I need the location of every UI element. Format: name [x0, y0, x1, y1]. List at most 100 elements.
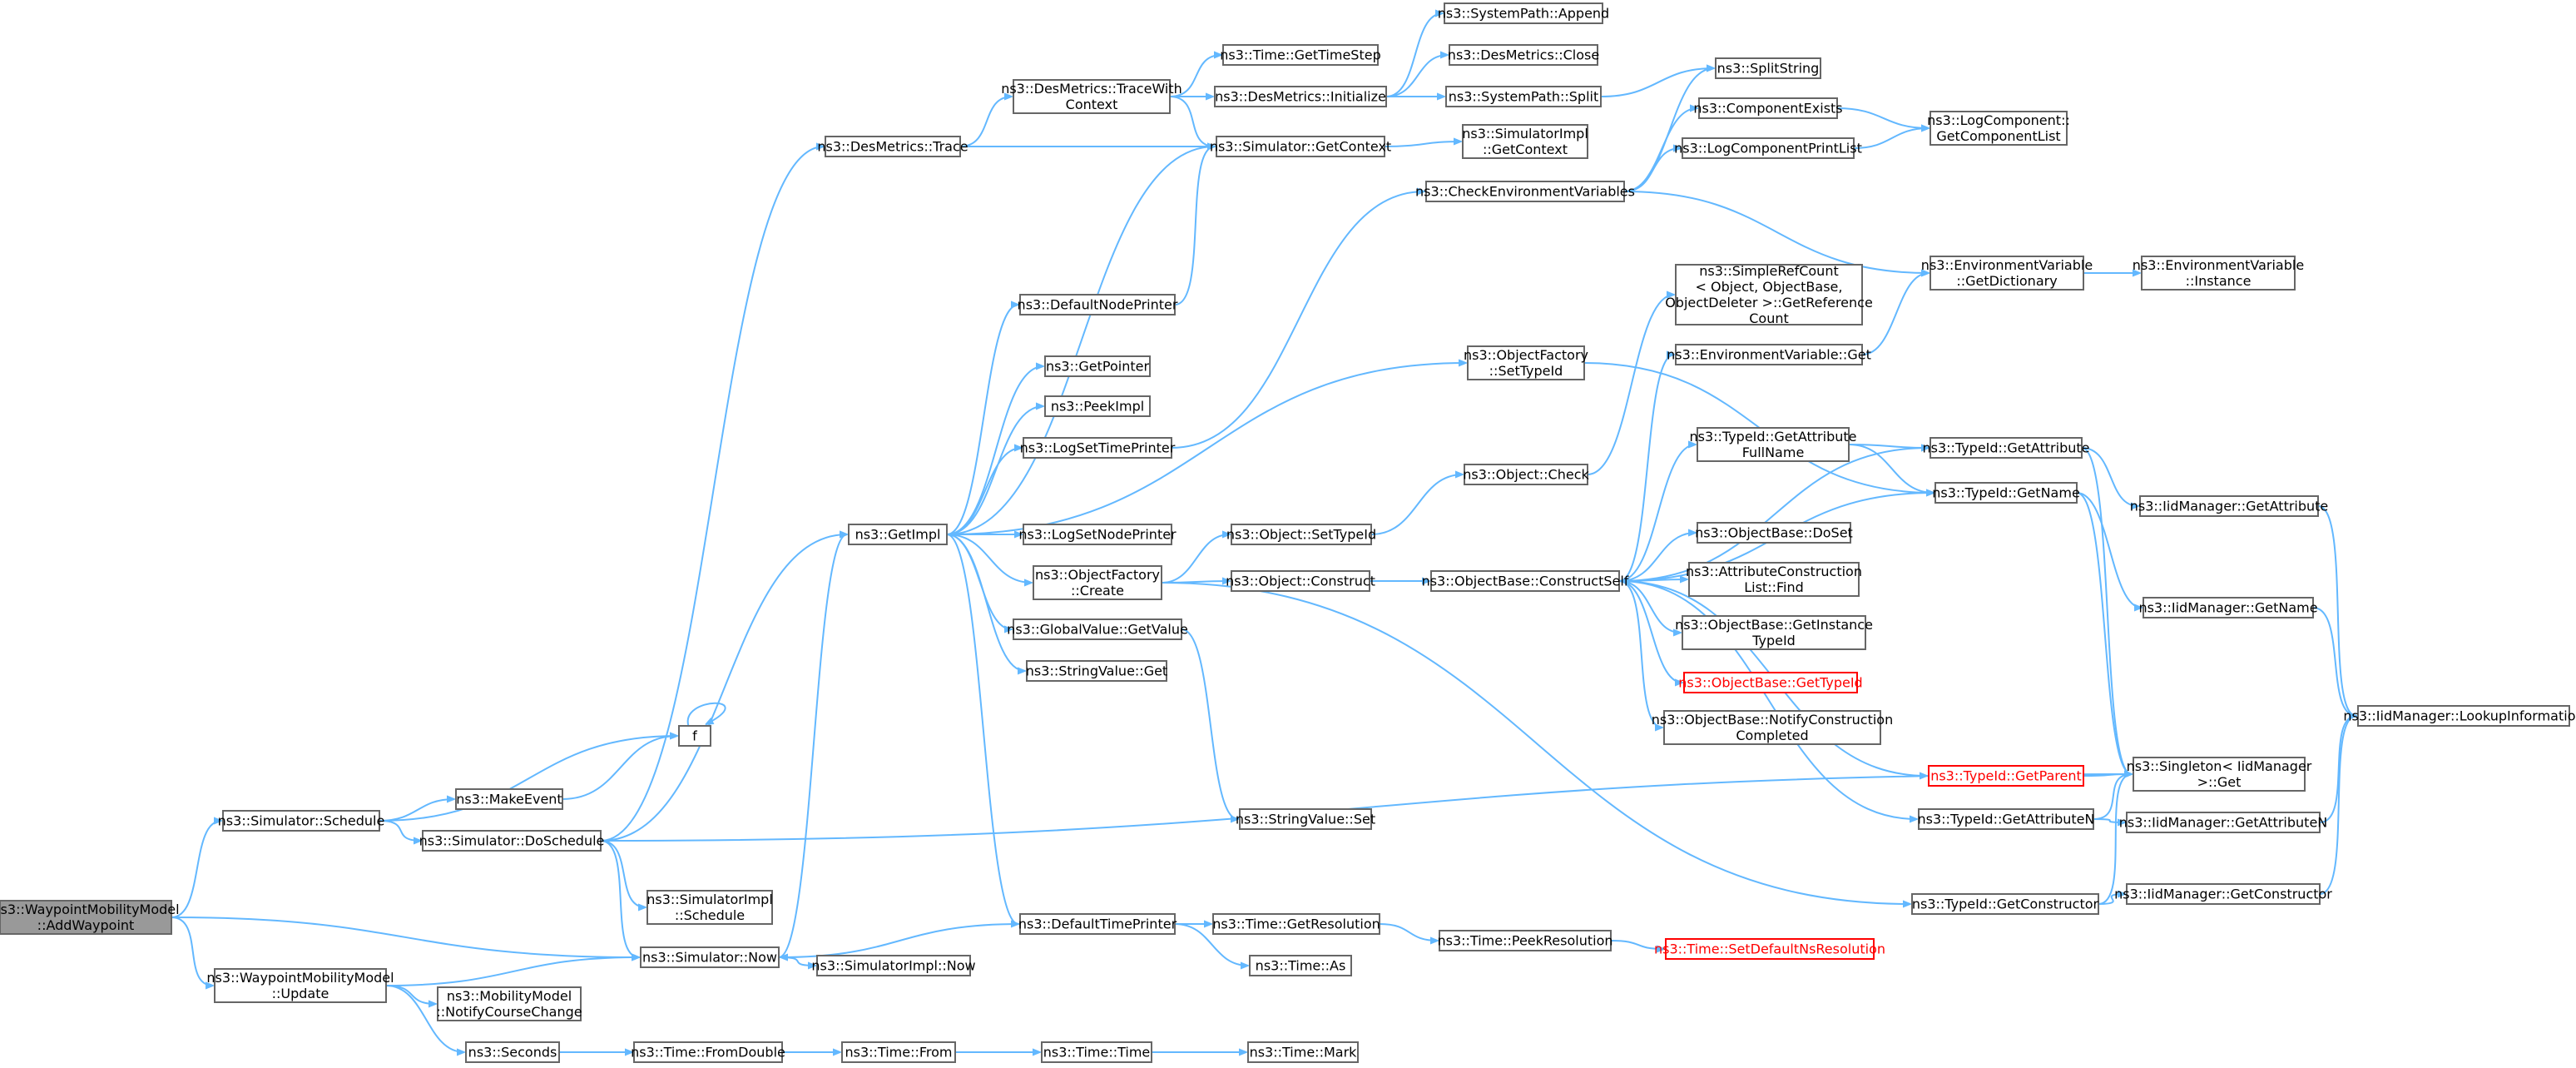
node-f[interactable]: f	[678, 725, 711, 747]
node-tidgetconstr[interactable]: ns3::TypeId::GetConstructor	[1911, 893, 2099, 915]
node-addwp[interactable]: ns3::WaypointMobilityModel::AddWaypoint	[0, 900, 180, 935]
node-timefrom[interactable]: ns3::Time::From	[841, 1041, 956, 1063]
node-logsetnp[interactable]: ns3::LogSetNodePrinter	[1018, 524, 1177, 545]
edge-obconstructself-to-obnotify	[1618, 580, 1662, 728]
node-fromdouble[interactable]: ns3::Time::FromDouble	[631, 1041, 785, 1063]
node-setdefns[interactable]: ns3::Time::SetDefaultNsResolution	[1654, 938, 1885, 960]
node-splitstr[interactable]: ns3::SplitString	[1715, 57, 1821, 79]
node-label: ns3::Simulator::DoSchedule	[419, 833, 605, 849]
edge-getimpl-to-deftime	[946, 534, 1018, 924]
edge-simnow-to-simimplnow	[778, 956, 815, 966]
node-box	[1697, 427, 1850, 462]
node-envinst[interactable]: ns3::EnvironmentVariable::Instance	[2133, 256, 2304, 291]
node-label: ns3::Time::As	[1256, 958, 1346, 974]
node-svget[interactable]: ns3::StringValue::Get	[1026, 660, 1167, 682]
node-box	[1930, 437, 2083, 459]
node-svset[interactable]: ns3::StringValue::Set	[1236, 808, 1375, 830]
node-obnotify[interactable]: ns3::ObjectBase::NotifyConstructionCompl…	[1652, 710, 1893, 745]
edge-getimpl-to-ofcreate	[946, 534, 1032, 583]
node-label: ns3::TypeId::GetConstructor	[1912, 897, 2099, 912]
node-obdoset[interactable]: ns3::ObjectBase::DoSet	[1695, 522, 1853, 544]
node-dmclose[interactable]: ns3::DesMetrics::Close	[1448, 44, 1599, 66]
node-objsettid[interactable]: ns3::Object::SetTypeId	[1226, 524, 1376, 545]
edge-tidgetattrfull-to-tidgetattr	[1848, 444, 1929, 448]
edge-deftime-to-timeas	[1174, 923, 1248, 966]
node-timemark[interactable]: ns3::Time::Mark	[1247, 1041, 1359, 1063]
node-objconstruct[interactable]: ns3::Object::Construct	[1226, 570, 1375, 592]
edge-addwp-to-sched	[171, 821, 221, 918]
node-logcompprint[interactable]: ns3::LogComponentPrintList	[1674, 137, 1862, 159]
node-deftime[interactable]: ns3::DefaultTimePrinter	[1018, 913, 1177, 935]
node-dminit[interactable]: ns3::DesMetrics::Initialize	[1214, 86, 1387, 107]
node-spsplit[interactable]: ns3::SystemPath::Split	[1445, 86, 1602, 107]
node-simnow[interactable]: ns3::Simulator::Now	[640, 946, 780, 968]
node-simimplsch[interactable]: ns3::SimulatorImpl::Schedule	[646, 890, 773, 925]
node-seconds[interactable]: ns3::Seconds	[465, 1041, 560, 1063]
node-label: GetComponentList	[1936, 128, 2060, 144]
node-iidgetattr[interactable]: ns3::IidManager::GetAttribute	[2130, 495, 2329, 517]
node-simgetctx[interactable]: ns3::Simulator::GetContext	[1210, 136, 1391, 157]
node-upd[interactable]: ns3::WaypointMobilityModel::Update	[206, 968, 394, 1003]
node-tidgetname[interactable]: ns3::TypeId::GetName	[1932, 482, 2080, 504]
node-simimplnow[interactable]: ns3::SimulatorImpl::Now	[811, 955, 976, 976]
node-doschd[interactable]: ns3::Simulator::DoSchedule	[419, 830, 605, 852]
node-tidgetattr[interactable]: ns3::TypeId::GetAttribute	[1922, 437, 2090, 459]
node-label: ns3::MakeEvent	[456, 792, 562, 807]
node-iidgetname[interactable]: ns3::IidManager::GetName	[2138, 597, 2318, 618]
node-label: ns3::IidManager::GetAttribute	[2130, 499, 2329, 514]
node-box	[841, 1041, 956, 1063]
node-envget[interactable]: ns3::EnvironmentVariable::Get	[1667, 344, 1871, 365]
node-checkenv[interactable]: ns3::CheckEnvironmentVariables	[1415, 181, 1635, 202]
node-obgettid[interactable]: ns3::ObjectBase::GetTypeId	[1678, 672, 1863, 693]
node-mobnotify[interactable]: ns3::MobilityModel::NotifyCourseChange	[436, 986, 582, 1021]
node-label: ::Create	[1071, 583, 1124, 599]
node-box	[2133, 757, 2306, 792]
node-objcheck[interactable]: ns3::Object::Check	[1463, 464, 1590, 485]
node-label: ns3::Simulator::Now	[642, 950, 777, 966]
node-getptr[interactable]: ns3::GetPointer	[1044, 355, 1151, 377]
edge-doschd-to-getimpl	[600, 534, 847, 842]
node-sched[interactable]: ns3::Simulator::Schedule	[218, 810, 385, 832]
node-dmtrace[interactable]: ns3::DesMetrics::Trace	[817, 136, 968, 157]
node-ofsettid[interactable]: ns3::ObjectFactory::SetTypeId	[1464, 345, 1588, 380]
node-tidgetparent[interactable]: ns3::TypeId::GetParent	[1928, 765, 2084, 787]
node-singleton[interactable]: ns3::Singleton< IidManager>::Get	[2127, 757, 2312, 792]
node-logcompget[interactable]: ns3::LogComponent::GetComponentList	[1927, 111, 2070, 146]
node-spappend[interactable]: ns3::SystemPath::Append	[1438, 2, 1609, 24]
node-makeev[interactable]: ns3::MakeEvent	[455, 788, 563, 810]
edge-tidgetname-to-iidgetname	[2076, 492, 2142, 608]
node-timetime[interactable]: ns3::Time::Time	[1041, 1041, 1152, 1063]
node-obconstructself[interactable]: ns3::ObjectBase::ConstructSelf	[1422, 570, 1629, 592]
node-box	[1023, 437, 1172, 459]
node-box	[816, 955, 971, 976]
node-iidgetconstr[interactable]: ns3::IidManager::GetConstructor	[2114, 883, 2332, 905]
node-envgetdict[interactable]: ns3::EnvironmentVariable::GetDictionary	[1921, 256, 2093, 291]
node-tidgetattrn[interactable]: ns3::TypeId::GetAttributeN	[1918, 808, 2095, 830]
node-peekres[interactable]: ns3::Time::PeekResolution	[1437, 930, 1613, 951]
node-ofcreate[interactable]: ns3::ObjectFactory::Create	[1033, 565, 1162, 600]
node-label: ns3::SystemPath::Append	[1438, 6, 1609, 22]
node-iidlookup[interactable]: ns3::IidManager::LookupInformation	[2343, 705, 2576, 727]
node-simplerefcount[interactable]: ns3::SimpleRefCount< Object, ObjectBase,…	[1665, 263, 1873, 326]
node-timestep[interactable]: ns3::Time::GetTimeStep	[1220, 44, 1381, 66]
node-box	[1425, 181, 1625, 202]
node-box	[422, 830, 602, 852]
edge-tidgetname-to-singleton	[2076, 492, 2132, 774]
node-peekimpl[interactable]: ns3::PeekImpl	[1044, 395, 1151, 417]
node-label: ns3::EnvironmentVariable::Get	[1667, 347, 1871, 363]
node-defnode[interactable]: ns3::DefaultNodePrinter	[1018, 294, 1178, 315]
node-logsettp[interactable]: ns3::LogSetTimePrinter	[1020, 437, 1176, 459]
node-getimpl[interactable]: ns3::GetImpl	[848, 524, 948, 545]
node-label: ns3::DesMetrics::TraceWith	[1001, 81, 1182, 97]
node-simimplctx[interactable]: ns3::SimulatorImpl::GetContext	[1462, 124, 1588, 159]
node-getres[interactable]: ns3::Time::GetResolution	[1212, 913, 1380, 935]
node-timeas[interactable]: ns3::Time::As	[1249, 955, 1352, 976]
node-label: ns3::Simulator::Schedule	[218, 813, 385, 829]
node-compexists[interactable]: ns3::ComponentExists	[1693, 97, 1843, 119]
node-gvgetvalue[interactable]: ns3::GlobalValue::GetValue	[1007, 618, 1188, 640]
node-iidgetattrn[interactable]: ns3::IidManager::GetAttributeN	[2119, 812, 2328, 833]
